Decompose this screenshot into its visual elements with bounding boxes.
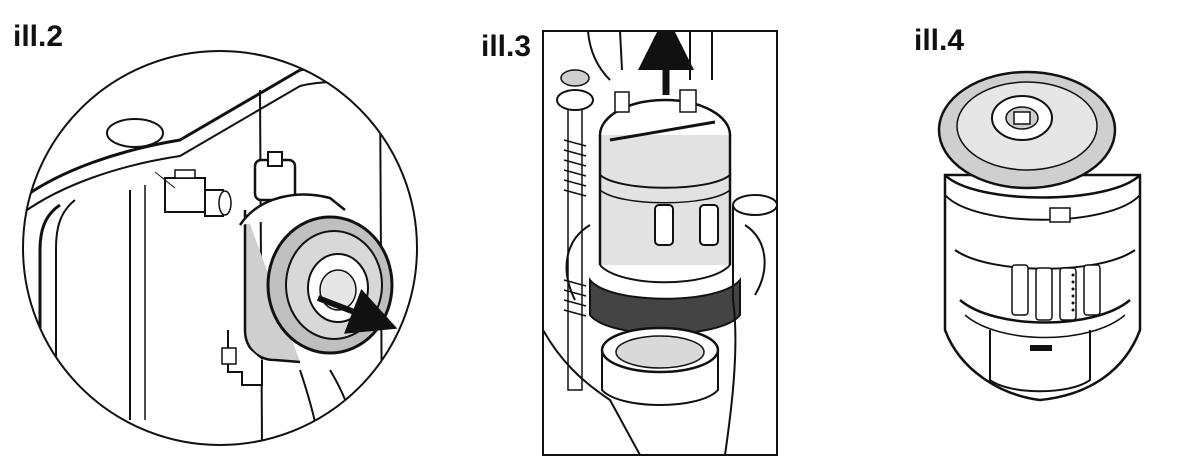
flush-valve-removal-icon (22, 50, 418, 446)
ill-4-label: ill.4 (914, 24, 965, 57)
fill-valve-lift-icon (542, 30, 778, 456)
valve-cartridge-icon (937, 70, 1142, 402)
ill-2-label: ill.2 (13, 20, 64, 53)
ill-3-label: ill.3 (481, 30, 532, 63)
